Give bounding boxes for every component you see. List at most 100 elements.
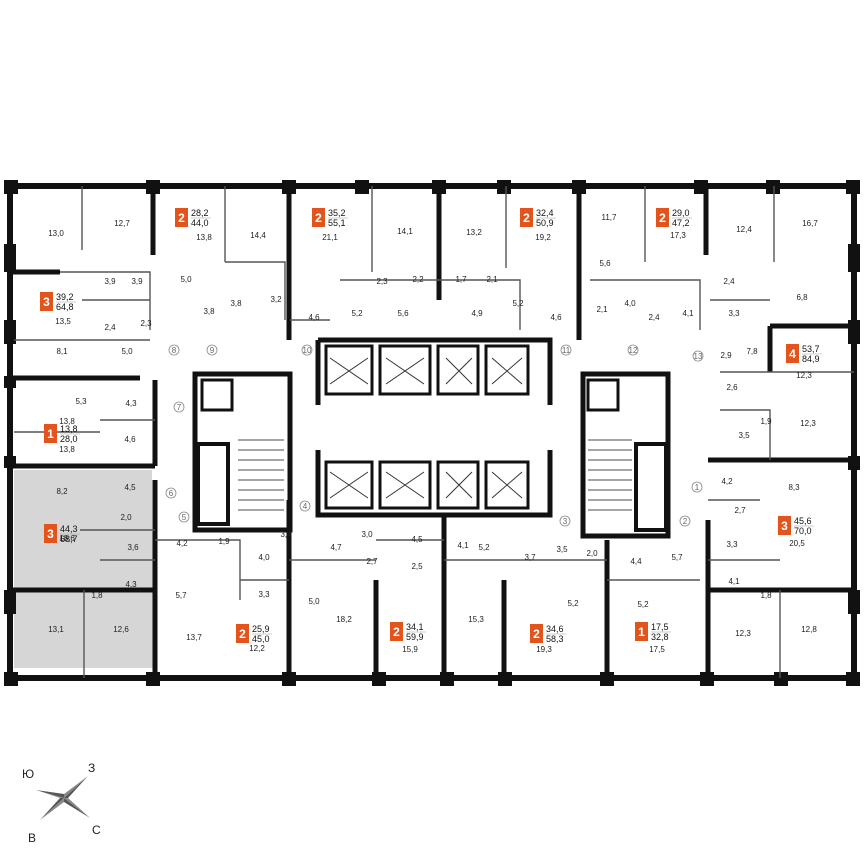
room-area-label: 4,2 xyxy=(176,539,188,548)
room-area-label: 5,2 xyxy=(478,543,490,552)
room-area-label: 12,3 xyxy=(796,371,812,380)
room-area-label: 19,2 xyxy=(535,233,551,242)
rooms-badge xyxy=(520,208,533,227)
svg-text:6: 6 xyxy=(169,489,174,498)
room-area-label: 4,4 xyxy=(630,557,642,566)
living-area: 28,2 xyxy=(191,208,209,218)
room-area-label: 4,3 xyxy=(125,580,137,589)
room-area-label: 4,6 xyxy=(550,313,562,322)
room-area-label: 2,6 xyxy=(726,383,738,392)
svg-text:7: 7 xyxy=(177,403,182,412)
room-area-label: 13,8 xyxy=(196,233,212,242)
room-area-label: 3,5 xyxy=(738,431,750,440)
room-area-label: 2,7 xyxy=(734,506,746,515)
rooms-badge xyxy=(656,208,669,227)
room-area-label: 13,8 xyxy=(59,417,75,426)
room-area-label: 2,1 xyxy=(486,275,498,284)
living-area: 13,8 xyxy=(60,424,78,434)
room-area-label: 5,0 xyxy=(180,275,192,284)
room-area-label: 11,7 xyxy=(602,213,618,222)
rooms-count: 4 xyxy=(789,347,796,361)
apartment-badge[interactable]: 2 34,159,9 xyxy=(390,622,426,642)
room-area-label: 4,1 xyxy=(682,309,694,318)
room-area-label: 5,6 xyxy=(599,259,611,268)
room-area-label: 1,9 xyxy=(218,537,230,546)
svg-text:4: 4 xyxy=(303,502,308,511)
party-walls xyxy=(10,186,854,678)
rooms-count: 3 xyxy=(781,519,788,533)
living-area: 34,6 xyxy=(546,624,564,634)
room-area-label: 3,7 xyxy=(524,553,536,562)
room-area-label: 2,5 xyxy=(411,562,423,571)
rooms-badge xyxy=(778,516,791,535)
room-area-label: 2,3 xyxy=(140,319,152,328)
room-area-label: 2,7 xyxy=(366,557,378,566)
rooms-count: 2 xyxy=(393,625,400,639)
total-area: 84,9 xyxy=(802,354,820,364)
total-area: 59,9 xyxy=(406,632,424,642)
compass-south: Ю xyxy=(22,767,34,781)
room-area-label: 13,2 xyxy=(466,228,482,237)
svg-text:8: 8 xyxy=(172,346,177,355)
room-area-label: 4,6 xyxy=(124,435,136,444)
total-area: 32,8 xyxy=(651,632,669,642)
room-area-label: 3,3 xyxy=(258,590,270,599)
rooms-count: 1 xyxy=(47,427,54,441)
room-area-label: 19,3 xyxy=(536,645,552,654)
rooms-count: 2 xyxy=(178,211,185,225)
room-area-label: 3,9 xyxy=(104,277,116,286)
svg-text:10: 10 xyxy=(303,346,312,355)
room-area-label: 2,4 xyxy=(104,323,116,332)
room-area-label: 12,4 xyxy=(736,225,752,234)
total-area: 64,8 xyxy=(56,302,74,312)
room-area-label: 4,1 xyxy=(728,577,740,586)
room-area-label: 1,7 xyxy=(455,275,467,284)
room-area-label: 8,2 xyxy=(56,487,68,496)
selected-apartment-highlight[interactable] xyxy=(14,470,156,668)
room-area-label: 14,1 xyxy=(397,227,413,236)
room-area-label: 1,8 xyxy=(760,591,772,600)
room-area-label: 8,1 xyxy=(56,347,68,356)
total-area: 70,0 xyxy=(794,526,812,536)
apartment-badge[interactable]: 4 53,784,9 xyxy=(786,344,822,364)
total-area: 47,2 xyxy=(672,218,690,228)
svg-text:13: 13 xyxy=(694,352,703,361)
living-area: 53,7 xyxy=(802,344,820,354)
room-area-label: 12,3 xyxy=(735,629,751,638)
room-area-label: 5,2 xyxy=(512,299,524,308)
compass-star-icon xyxy=(36,776,90,820)
svg-text:9: 9 xyxy=(210,346,215,355)
rooms-badge xyxy=(236,624,249,643)
room-area-label: 18,2 xyxy=(336,615,352,624)
room-area-label: 5,2 xyxy=(637,600,649,609)
room-area-label: 2,0 xyxy=(120,513,132,522)
interior-partitions xyxy=(14,186,854,678)
room-area-label: 16,7 xyxy=(802,219,818,228)
room-area-label: 3,3 xyxy=(728,309,740,318)
living-area: 34,1 xyxy=(406,622,424,632)
room-area-label: 6,8 xyxy=(796,293,808,302)
rooms-count: 2 xyxy=(315,211,322,225)
room-area-label: 4,6 xyxy=(308,313,320,322)
rooms-badge xyxy=(44,524,57,543)
rooms-badge xyxy=(44,424,57,443)
living-area: 44,3 xyxy=(60,524,78,534)
section-markers xyxy=(165,344,704,527)
compass-labels: Ю З В С xyxy=(22,761,101,845)
room-area-label: 4,1 xyxy=(457,541,469,550)
room-area-label: 12,2 xyxy=(249,644,265,653)
